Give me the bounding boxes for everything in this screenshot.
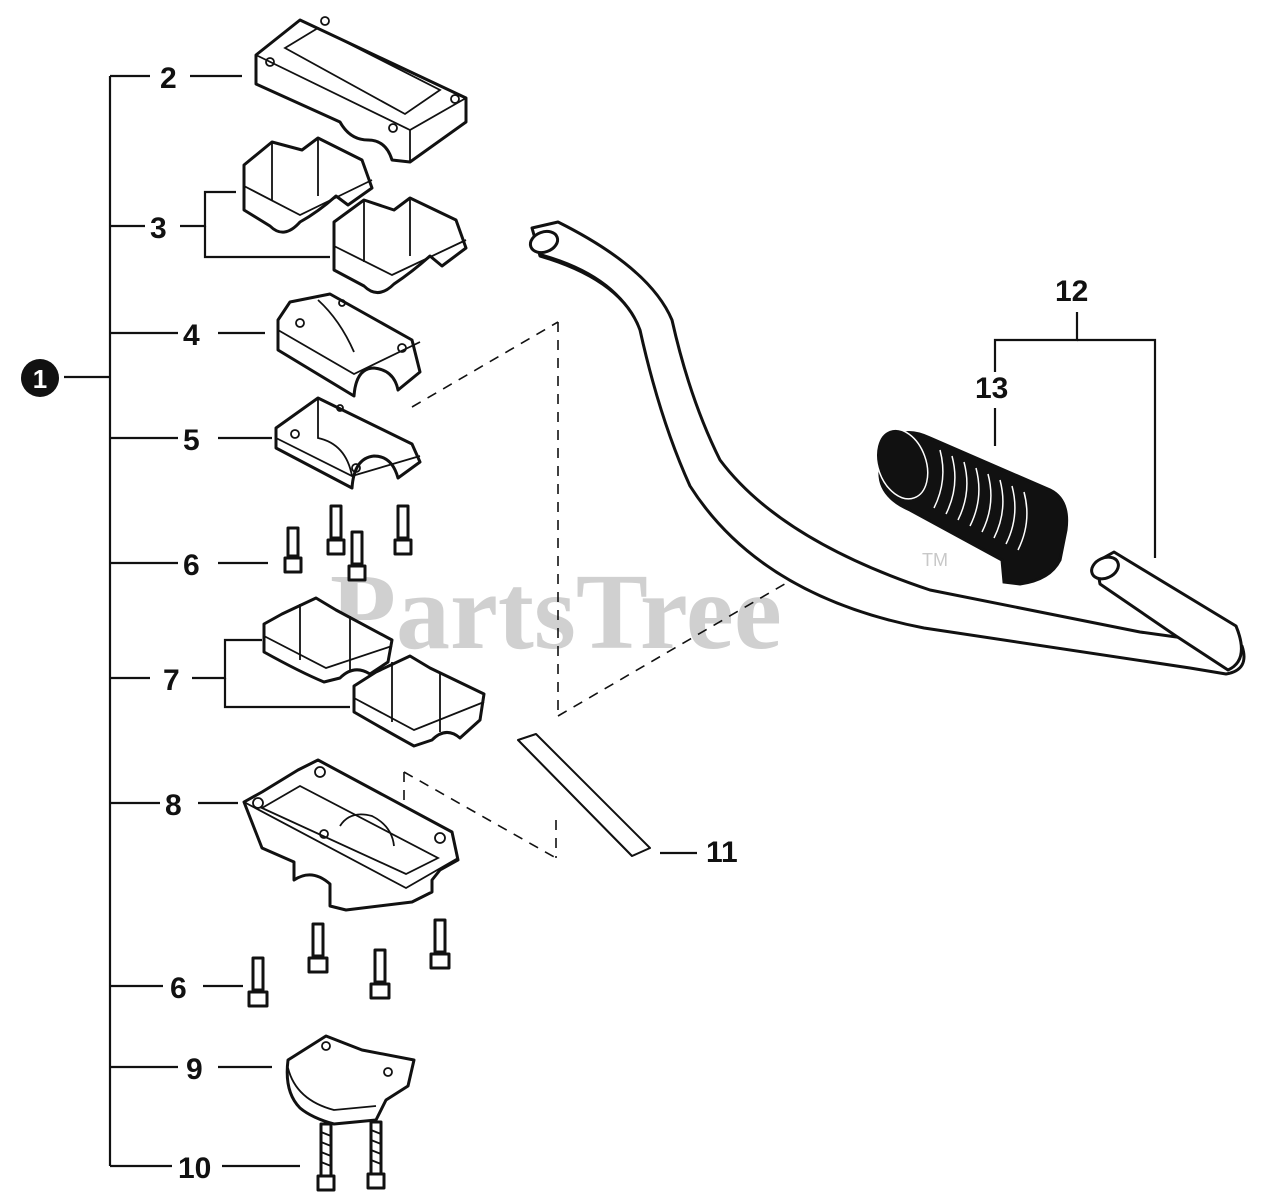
part-3-rubber-cushions[interactable] bbox=[242, 136, 468, 294]
callout-7-label[interactable]: 7 bbox=[163, 664, 180, 697]
callout-1-number: 1 bbox=[33, 364, 47, 394]
part-7-rubber-cushions[interactable] bbox=[262, 596, 486, 748]
callout-6-label-upper[interactable]: 6 bbox=[183, 549, 200, 582]
callout-11-label[interactable]: 11 bbox=[706, 836, 738, 869]
part-6-screws-lower[interactable] bbox=[247, 918, 451, 1008]
callout-12-label[interactable]: 12 bbox=[1055, 275, 1088, 308]
part-9-bottom-clamp[interactable] bbox=[285, 1034, 416, 1126]
part-6-screws-upper[interactable] bbox=[283, 504, 413, 582]
watermark-trademark: TM bbox=[922, 550, 948, 570]
callout-1[interactable]: 1 bbox=[21, 359, 59, 397]
part-8-lower-housing[interactable] bbox=[242, 758, 460, 912]
callout-10-label[interactable]: 10 bbox=[178, 1152, 211, 1185]
callout-9-label[interactable]: 9 bbox=[186, 1053, 203, 1086]
callout-4-label[interactable]: 4 bbox=[183, 319, 200, 352]
part-11-label-plate[interactable] bbox=[517, 733, 651, 857]
callout-3-label[interactable]: 3 bbox=[150, 212, 167, 245]
part-12-handle-bar[interactable] bbox=[527, 220, 1246, 676]
part-2-top-cover[interactable] bbox=[254, 16, 468, 164]
part-5-clamp-half[interactable] bbox=[274, 396, 422, 490]
callout-2-label[interactable]: 2 bbox=[160, 62, 177, 95]
callout-13-label[interactable]: 13 bbox=[975, 372, 1008, 405]
leader-lines bbox=[180, 74, 1157, 1168]
assembly-bracket bbox=[64, 74, 178, 1168]
callout-5-label[interactable]: 5 bbox=[183, 424, 200, 457]
watermark-text: PartsTree bbox=[330, 553, 782, 672]
part-13-grip[interactable] bbox=[867, 422, 1069, 586]
callout-8-label[interactable]: 8 bbox=[165, 789, 182, 822]
callout-6-label-lower[interactable]: 6 bbox=[170, 972, 187, 1005]
part-10-bolts[interactable] bbox=[316, 1120, 386, 1192]
callout-1-circle bbox=[21, 359, 59, 397]
part-4-clamp[interactable] bbox=[276, 292, 422, 398]
